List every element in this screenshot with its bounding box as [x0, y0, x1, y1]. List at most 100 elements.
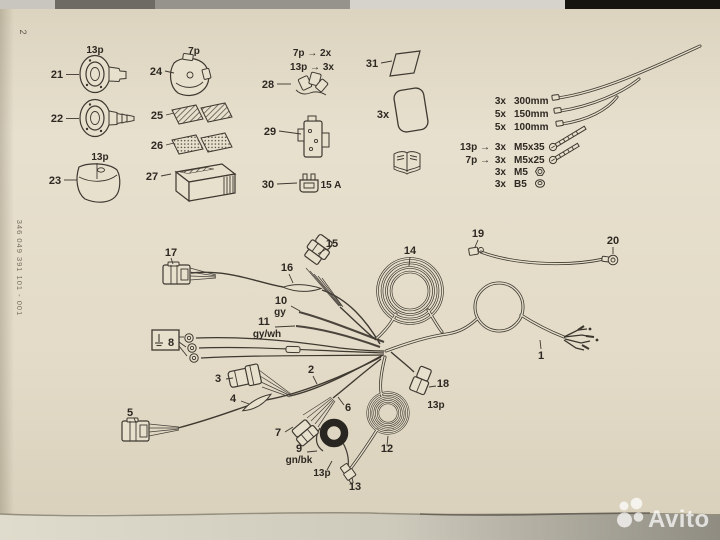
- fastener-spec: M5x25: [514, 155, 545, 166]
- callout-3: 3: [215, 373, 221, 385]
- label-27: 27: [146, 171, 158, 183]
- fastener-qty: 3x: [495, 167, 507, 178]
- wire-7: [332, 358, 382, 399]
- fastener-qty: 3x: [495, 96, 507, 107]
- table-surface: [0, 514, 720, 540]
- note-28-13p: 13p → 3x: [290, 62, 334, 73]
- connector-15-fan: [305, 267, 344, 308]
- avito-logo-circle-small2: [633, 512, 644, 522]
- label-25: 25: [151, 110, 163, 122]
- label-24: 24: [150, 66, 163, 78]
- adhesive-pad-3x: [393, 87, 429, 133]
- page-number: 2: [18, 29, 28, 34]
- part-21-connector: [79, 54, 127, 94]
- callout-19: 19: [472, 228, 484, 240]
- harness-diagram: [121, 234, 619, 484]
- avito-logo-circle-small: [619, 501, 629, 511]
- wire-9-gnbk: [315, 427, 324, 452]
- callout-5: 5: [127, 407, 133, 419]
- callout-7: 7: [275, 427, 281, 439]
- callout-2: 2: [308, 364, 314, 376]
- callout-6: 6: [345, 402, 351, 414]
- connector-5-fan: [148, 423, 180, 437]
- label-21: 21: [51, 69, 63, 81]
- label-22: 22: [51, 113, 63, 125]
- avito-logo-text: Avito: [648, 506, 710, 533]
- fastener-spec: 300mm: [514, 96, 549, 107]
- wire-5b: [265, 356, 382, 401]
- part-30-fuse: [299, 173, 319, 193]
- connector-7-fan: [302, 396, 336, 428]
- ground-symbol-box-8: [151, 329, 180, 351]
- wire-18: [390, 351, 415, 373]
- leader-26: [165, 142, 175, 146]
- paper-bottom-crease: [0, 511, 720, 517]
- wire-color-11: gy/wh: [253, 329, 281, 340]
- label-31: 31: [366, 58, 378, 70]
- coiled-wire-9: [319, 418, 349, 448]
- callout-1: 1: [538, 350, 544, 362]
- frayed-wire-end: [563, 325, 599, 351]
- part-31-sticker: [389, 50, 421, 77]
- crimp-sleeve: [285, 345, 301, 354]
- watermark-avito: Avito: [617, 497, 710, 533]
- callout-16: 16: [281, 262, 293, 274]
- wire-color-10: gy: [274, 307, 286, 318]
- fastener-spec: M5: [514, 167, 528, 178]
- screw-m5x25: [548, 142, 580, 165]
- part-29-fuse-holder: [297, 115, 330, 158]
- label-26: 26: [151, 140, 163, 152]
- part-25-pads: [171, 102, 233, 125]
- harness-callouts: 17 15 16 14 19 20 10 gy 11 gy/wh 8 3 2 4…: [127, 228, 619, 493]
- connector-17: [162, 261, 191, 285]
- callout-17: 17: [165, 247, 177, 259]
- avito-logo-circle-medium: [630, 497, 643, 510]
- ground-wire-b: [198, 346, 385, 354]
- callout-13: 13: [349, 481, 361, 493]
- jumper-wire-19-20: [479, 250, 606, 266]
- fastener-prefix: 13p →: [460, 142, 490, 153]
- ground-wire-a: [195, 337, 385, 352]
- sleeve-4: [241, 393, 273, 412]
- part-28-wire-taps: [295, 71, 329, 96]
- ring-terminals-8: [184, 333, 199, 363]
- label-29: 29: [264, 126, 276, 138]
- wire-17: [190, 271, 284, 288]
- ground-icon: [155, 334, 163, 347]
- callout-15: 15: [326, 238, 338, 250]
- connector-7: [291, 419, 319, 447]
- wire-15: [339, 306, 377, 341]
- ground-leaders: [178, 336, 188, 357]
- ground-wire-c: [200, 354, 385, 359]
- leader-30: [276, 182, 298, 185]
- doc-code: 346 049 391 101 - 001: [15, 220, 24, 316]
- callout-8: 8: [168, 337, 174, 349]
- type-label-9: 13p: [313, 468, 330, 479]
- type-label-23: 13p: [91, 152, 108, 163]
- main-trunk-1: [384, 281, 566, 353]
- ring-terminal-20: [601, 254, 619, 266]
- label-30: 30: [262, 179, 274, 191]
- label-pad-qty: 3x: [377, 109, 390, 121]
- fasteners-list: 3x 300mm 5x 150mm 5x 100mm 13p → 3x M5x3…: [460, 96, 549, 190]
- leader-29: [278, 130, 302, 135]
- callout-11: 11: [258, 316, 270, 328]
- wire-16-to-junction: [321, 289, 381, 345]
- part-23-connector: [76, 163, 121, 203]
- manual-book-icon: [393, 151, 421, 175]
- connector-5: [121, 417, 150, 442]
- fuse-rating: 15 A: [321, 180, 342, 191]
- terminal-19: [468, 246, 484, 256]
- connector-3: [227, 363, 262, 388]
- part-24-connector: [169, 52, 212, 97]
- fastener-spec: 150mm: [514, 109, 549, 120]
- leader-25: [165, 112, 175, 116]
- wire-color-9: gn/bk: [286, 455, 313, 466]
- fastener-qty: 3x: [495, 155, 507, 166]
- callout-12: 12: [381, 443, 393, 455]
- callout-14: 14: [404, 245, 417, 257]
- connector-15: [304, 234, 333, 265]
- coil-14: [375, 257, 444, 340]
- callout-4: 4: [230, 393, 237, 405]
